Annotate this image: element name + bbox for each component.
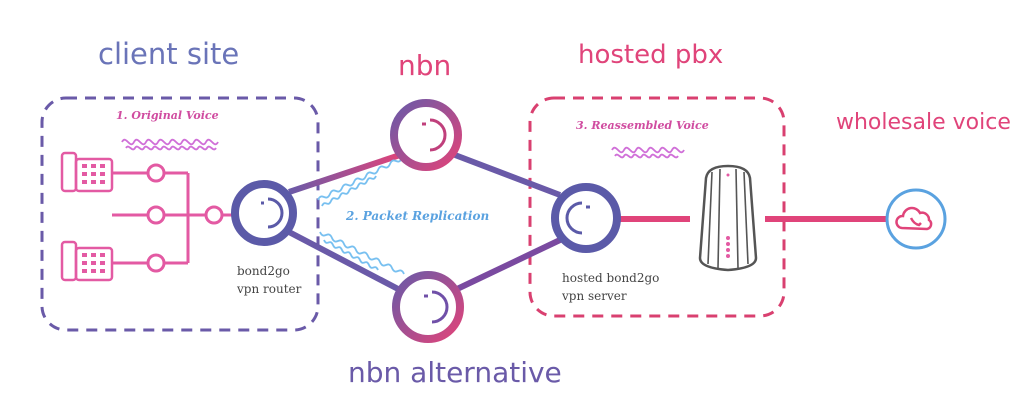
phone-icon [60,151,114,193]
reassembled-voice-waveform [611,146,685,159]
server-rack-icon [698,164,758,272]
original-voice-label: 1. Original Voice [116,109,219,122]
replication-waveform-lower [319,231,405,275]
hosted-pbx-title: hosted pbx [578,40,724,70]
nbn-title: nbn [398,49,452,82]
nbn-alternative-node-icon [392,271,464,343]
link-nbn-alt-server [453,237,562,293]
original-voice-waveform [121,138,219,151]
link-nbn-server [453,152,562,198]
cloud-phone-icon [885,188,947,250]
nbn-alternative-title: nbn alternative [348,356,562,389]
hosted-pbx-boundary [528,96,786,318]
link-router-nbn-alt [287,229,402,293]
wholesale-voice-title: wholesale voice [836,110,1011,135]
reassembled-voice-label: 3. Reassembled Voice [576,119,709,132]
client-site-boundary [40,96,320,332]
client-site-title: client site [98,37,240,71]
replication-waveform-upper [317,157,403,207]
router-node-icon [231,180,297,246]
packet-replication-label: 2. Packet Replication [346,209,490,223]
vpn-server-node-icon [551,183,621,253]
router-label-line1: bond2go [237,264,290,278]
router-label-line2: vpn router [237,282,302,296]
nbn-node-icon [390,99,462,171]
phone-wiring [112,163,238,273]
server-label-line1: hosted bond2go [562,271,660,285]
phone-icon [60,240,114,282]
server-label-line2: vpn server [562,289,627,303]
link-router-nbn [288,152,401,195]
